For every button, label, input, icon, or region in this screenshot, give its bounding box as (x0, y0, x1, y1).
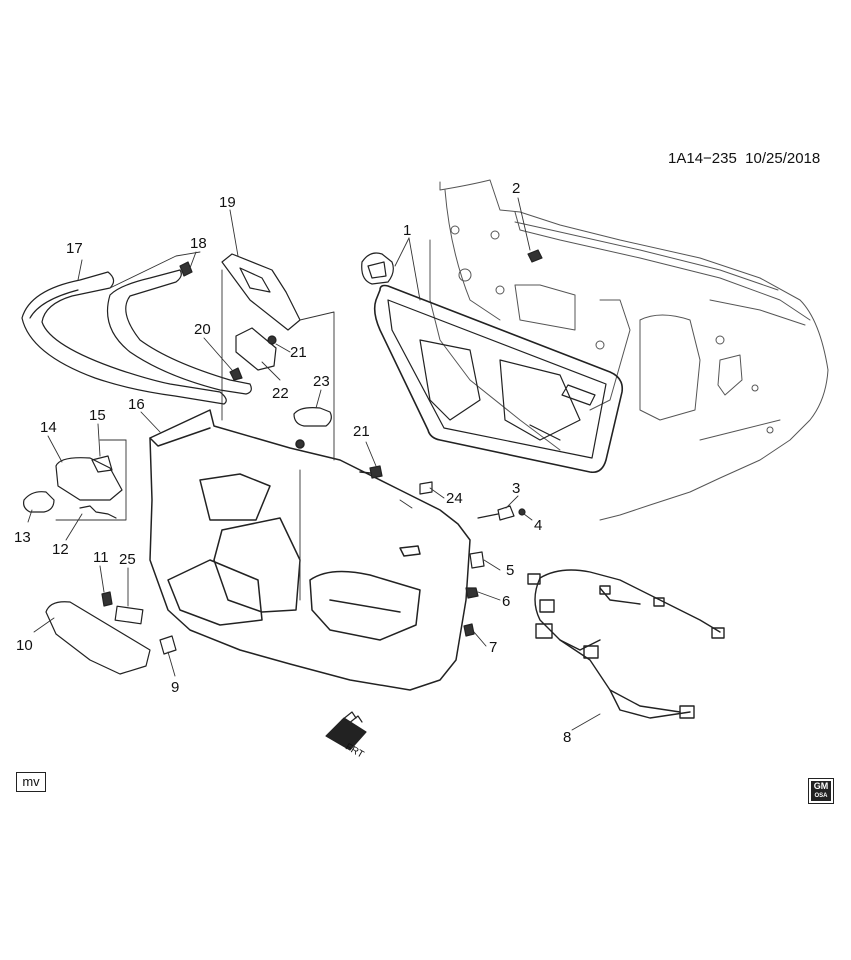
part-17-molding (21, 271, 227, 405)
callout-10: 10 (16, 637, 33, 654)
callout-22: 22 (272, 385, 289, 402)
badge-line-1: GM (813, 781, 829, 791)
door-frame (429, 179, 829, 521)
part-18-clip (179, 261, 193, 277)
callout-14: 14 (40, 419, 57, 436)
gm-logo-icon: GM OSA (808, 778, 834, 804)
callout-18: 18 (190, 235, 207, 252)
callout-1: 1 (403, 222, 411, 239)
callout-labels: 1 2 3 4 5 6 7 8 9 10 11 12 13 14 15 16 1… (14, 180, 571, 761)
direction-label: FRT (343, 742, 365, 761)
callout-17: 17 (66, 240, 83, 257)
callout-19: 19 (219, 194, 236, 211)
part-14-switch (55, 457, 123, 501)
callout-12: 12 (52, 541, 69, 558)
diagram-date: 10/25/2018 (745, 150, 821, 167)
callout-21-lower: 21 (353, 423, 370, 440)
part-19-bezel (106, 253, 301, 395)
callout-8: 8 (563, 729, 571, 746)
part-21-screw-lower (369, 465, 383, 479)
leader-lines (27, 197, 601, 731)
part-15-button (91, 455, 113, 473)
part-13-cap (23, 491, 55, 513)
part-2-clip (527, 249, 543, 263)
callout-4: 4 (534, 517, 542, 534)
callout-21-upper: 21 (290, 344, 307, 361)
part-12-harness (79, 505, 117, 519)
callout-25: 25 (119, 551, 136, 568)
front-direction-arrow-icon (325, 711, 367, 751)
callout-20: 20 (194, 321, 211, 338)
callout-7: 7 (489, 639, 497, 656)
callout-5: 5 (506, 562, 514, 579)
part-23-insert (293, 407, 332, 427)
part-5-plug (469, 551, 485, 569)
callout-3: 3 (512, 480, 520, 497)
callout-16: 16 (128, 396, 145, 413)
callout-23: 23 (313, 373, 330, 390)
part-20-clip (229, 367, 243, 381)
part-3-connector (497, 505, 515, 521)
part-11-clip (101, 591, 113, 607)
diagram-id: 1A14−235 (668, 150, 737, 167)
corner-tag: mv (16, 772, 46, 792)
part-9-retainer (159, 635, 177, 655)
callout-15: 15 (89, 407, 106, 424)
part-24-clip (419, 481, 433, 495)
part-21-screw-upper (267, 335, 277, 345)
part-7-screw (463, 623, 475, 637)
badge-line-2: OSA (814, 793, 828, 799)
part-6-screw (465, 587, 479, 599)
callout-24: 24 (446, 490, 463, 507)
diagram-header: 1A14−235 10/25/2018 (668, 150, 820, 167)
part-10-armrest (45, 601, 151, 675)
part-4-screw (518, 508, 526, 516)
part-16-trim-panel (149, 409, 471, 691)
callout-11: 11 (93, 549, 109, 566)
part-25-badge (114, 605, 144, 625)
callout-2: 2 (512, 180, 520, 197)
part-22-pad (235, 327, 277, 371)
part-1-deflector (361, 252, 624, 474)
callout-6: 6 (502, 593, 510, 610)
part-3-wire (477, 513, 499, 519)
callout-9: 9 (171, 679, 179, 696)
callout-13: 13 (14, 529, 31, 546)
part-8-harness (527, 569, 725, 719)
